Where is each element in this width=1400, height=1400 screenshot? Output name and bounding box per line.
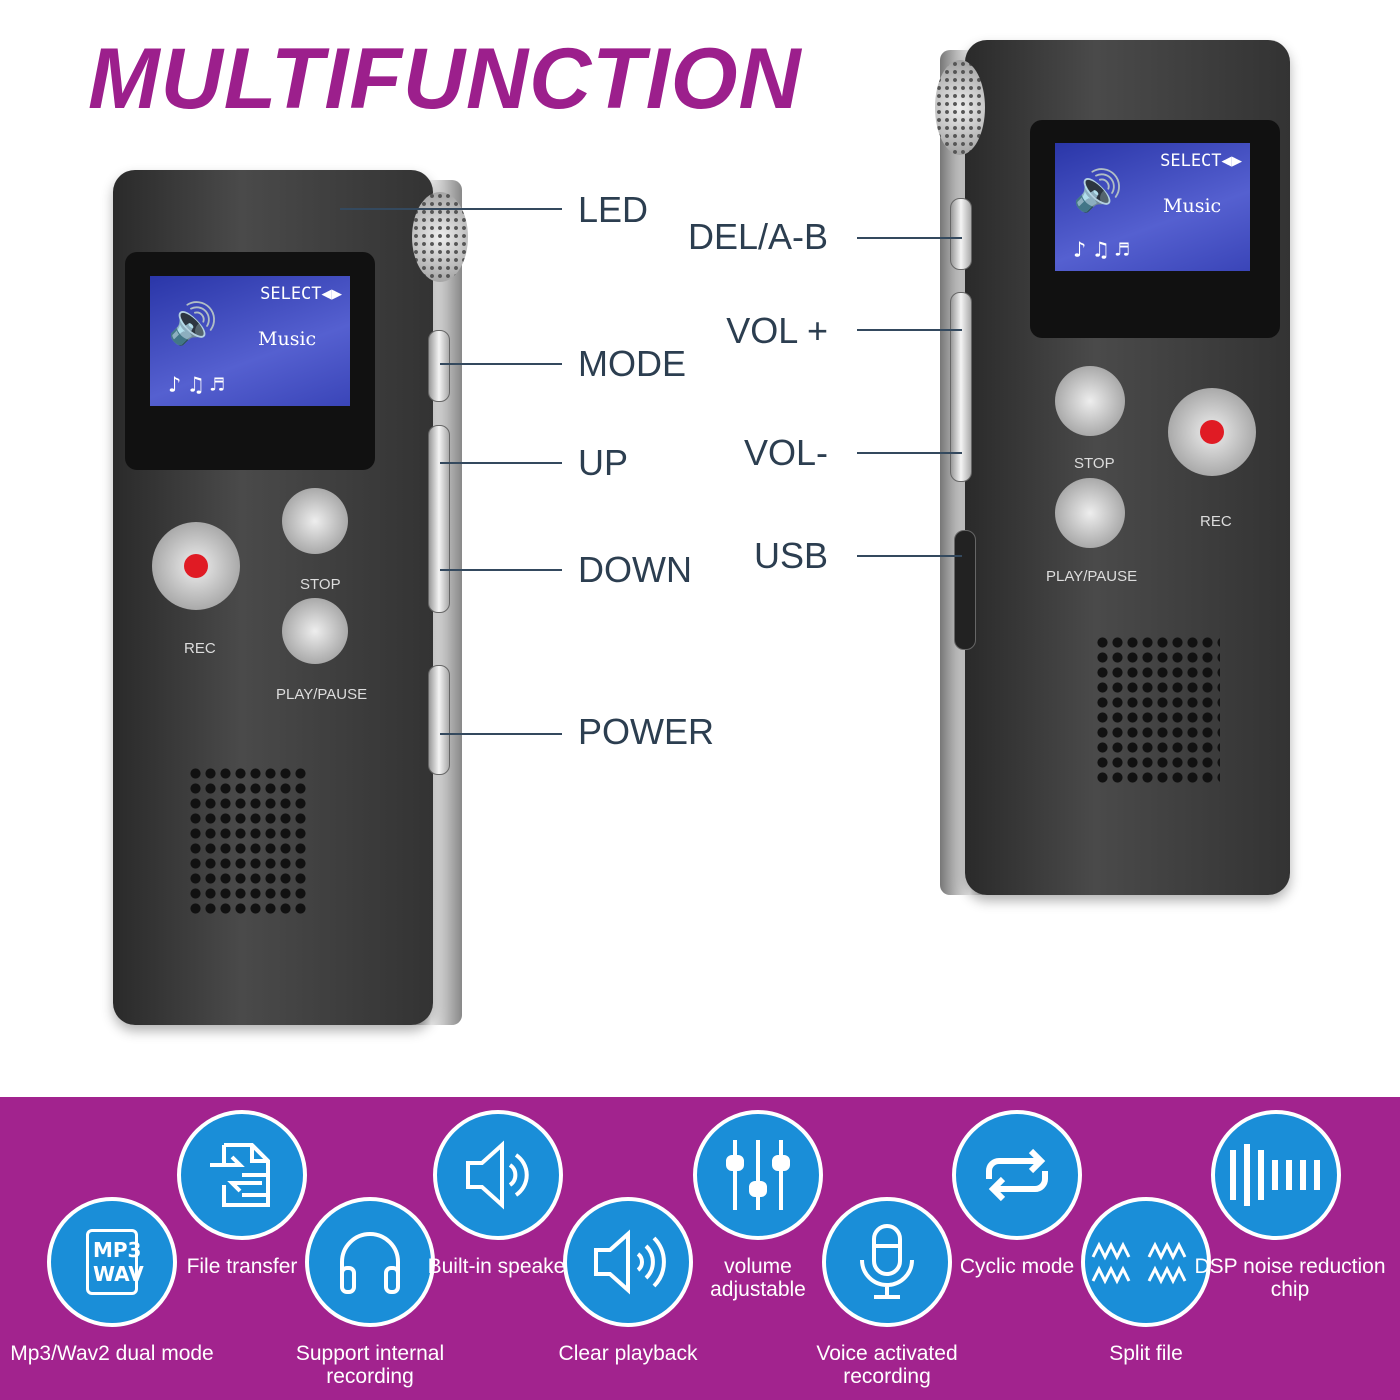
lcd-screen: SELECT◀▶ 🔊 Music ♪♫♬: [1055, 143, 1250, 271]
play-pause-label: PLAY/PAUSE: [276, 686, 368, 703]
feature-label: Clear playback: [558, 1342, 698, 1365]
callout-vol-up: VOL +: [726, 310, 828, 351]
callout-line: [440, 733, 562, 735]
lcd-select-text: SELECT◀▶: [1160, 151, 1242, 171]
speaker-icon: 🔊: [168, 301, 218, 347]
feature-label: Voice activated recording: [816, 1342, 958, 1388]
speaker-icon: 🔊: [1073, 168, 1123, 214]
microphone-grille-icon: [935, 60, 985, 155]
del-ab-button[interactable]: [950, 198, 972, 270]
sliders-icon: [693, 1110, 823, 1240]
feature-label: Mp3/Wav2 dual mode: [10, 1342, 214, 1365]
up-down-button[interactable]: [428, 425, 450, 613]
callout-up: UP: [578, 442, 629, 483]
callout-down: DOWN: [578, 549, 692, 590]
callout-line: [440, 569, 562, 571]
speaker-grille: [1095, 635, 1220, 785]
stop-button[interactable]: [1055, 366, 1125, 436]
mode-button[interactable]: [428, 330, 450, 402]
callout-mode: MODE: [578, 343, 686, 384]
callout-line: [440, 462, 562, 464]
feature-label: volume adjustable: [710, 1255, 806, 1301]
rec-button[interactable]: [1168, 388, 1256, 476]
stop-label: STOP: [300, 576, 341, 593]
play-pause-button[interactable]: [1055, 478, 1125, 548]
rec-dot-icon: [184, 554, 208, 578]
callout-line: [857, 237, 962, 239]
lcd-icons: ♪♫♬: [1073, 238, 1137, 263]
microphone-grille-icon: [412, 192, 468, 282]
lcd-mode-text: Music: [258, 328, 317, 350]
callout-power: POWER: [578, 711, 715, 752]
mp3-wav-icon: MP3 WAV: [47, 1197, 177, 1327]
volume-button[interactable]: [950, 292, 972, 482]
callout-line: [857, 555, 962, 557]
feature-label: Cyclic mode: [959, 1255, 1075, 1278]
rec-label: REC: [184, 640, 216, 657]
callout-usb: USB: [753, 535, 828, 576]
rec-button[interactable]: [152, 522, 240, 610]
callout-led: LED: [578, 189, 649, 230]
waves-icon: [1081, 1197, 1211, 1327]
lcd-screen: SELECT◀▶ 🔊 Music ♪♫♬: [150, 276, 350, 406]
playback-icon: [563, 1197, 693, 1327]
page-title: MULTIFUNCTION: [88, 31, 802, 127]
lcd-icons: ♪♫♬: [168, 373, 232, 398]
callout-line: [857, 329, 962, 331]
stop-button[interactable]: [282, 488, 348, 554]
callout-vol-down: VOL-: [743, 432, 828, 473]
feature-label: File transfer: [186, 1255, 298, 1278]
callout-line: [340, 208, 562, 210]
lcd-select-text: SELECT◀▶: [260, 284, 342, 304]
rec-dot-icon: [1200, 420, 1224, 444]
power-switch[interactable]: [428, 665, 450, 775]
repeat-icon: [952, 1110, 1082, 1240]
feature-label: Split file: [1109, 1342, 1183, 1365]
microphone-icon: [822, 1197, 952, 1327]
callout-line: [857, 452, 962, 454]
stop-label: STOP: [1074, 455, 1115, 472]
feature-label: Support internal recording: [295, 1342, 445, 1388]
feature-label: DSP noise reduction chip: [1194, 1255, 1386, 1301]
soundbars-icon: [1211, 1110, 1341, 1240]
lcd-mode-text: Music: [1163, 195, 1222, 217]
rec-label: REC: [1200, 513, 1232, 530]
play-pause-button[interactable]: [282, 598, 348, 664]
feature-label: Built-in speaker: [427, 1255, 573, 1278]
callout-line: [440, 363, 562, 365]
speaker-icon: [433, 1110, 563, 1240]
usb-port: [954, 530, 976, 650]
speaker-grille: [188, 766, 310, 916]
play-pause-label: PLAY/PAUSE: [1046, 568, 1138, 585]
file-transfer-icon: [177, 1110, 307, 1240]
headphones-icon: [305, 1197, 435, 1327]
callout-del-ab: DEL/A-B: [687, 216, 828, 257]
mp3-wav-badge: MP3 WAV: [86, 1229, 144, 1295]
